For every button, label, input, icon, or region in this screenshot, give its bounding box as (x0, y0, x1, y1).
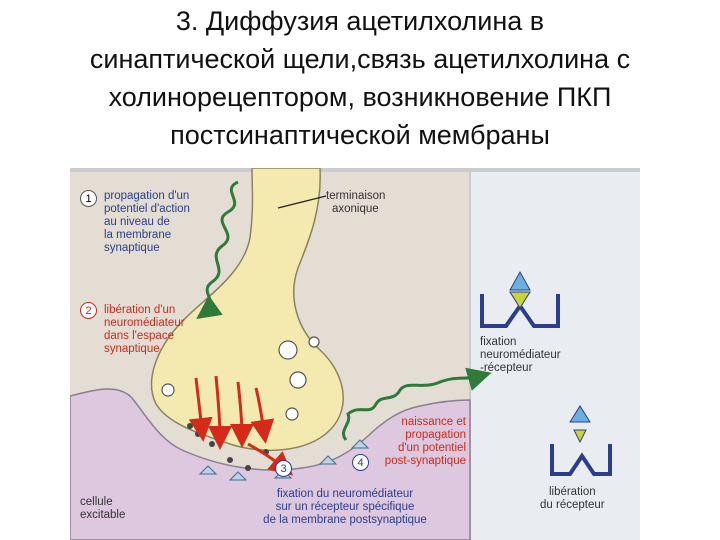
step-2-marker: 2 (80, 302, 97, 319)
step-1-line-4: la membrane (104, 229, 172, 241)
step-2-line-1: libération d'un (104, 304, 176, 316)
step-1-marker: 1 (80, 190, 97, 207)
fixation-label-line-1: fixation (480, 336, 517, 348)
title-line-3: холинорецептором, возникновение ПКП (108, 82, 612, 112)
cell-label-line-1: cellule (80, 496, 113, 508)
synapse-diagram: 1 propagation d'un potentiel d'action au… (70, 168, 640, 540)
step-2-label: libération d'un neuromédiateur dans l'es… (104, 304, 185, 356)
step-1-line-1: propagation d'un (104, 190, 190, 202)
step-1-line-2: potentiel d'action (104, 203, 190, 215)
terminal-label-line-2: axonique (332, 203, 379, 215)
step-4-marker: 4 (352, 454, 369, 471)
step-2-line-4: synaptique (104, 343, 160, 355)
cell-label-line-2: excitable (80, 509, 126, 521)
title-line-4: постсинаптической мембраны (170, 120, 550, 150)
synaptic-vesicles (161, 336, 320, 421)
title-line-1: 3. Диффузия ацетилхолина в (175, 6, 545, 36)
slide-title: 3. Диффузия ацетилхолина в синаптической… (0, 2, 720, 154)
step-1-label: propagation d'un potentiel d'action au n… (104, 190, 190, 255)
terminal-label: terminaison axonique (326, 190, 385, 216)
top-border (70, 168, 640, 172)
release-arrows (188, 375, 294, 476)
step-4-line-4: post-synaptique (384, 455, 466, 467)
receptor-free-icon (550, 405, 612, 476)
step-3-label: fixation du neuromédiateur sur un récept… (240, 488, 450, 527)
step-3-line-3: de la membrane postsynaptique (263, 514, 427, 526)
step-4-line-1: naissance et (401, 416, 466, 428)
step-3-line-2: sur un récepteur spécifique (275, 501, 415, 513)
cell-label: cellule excitable (80, 496, 125, 522)
right-panel-background (470, 168, 640, 540)
terminal-leader-line (277, 195, 327, 209)
step-4-label: naissance et propagation d'un potentiel … (370, 416, 466, 468)
postsynaptic-potential-wave (342, 367, 492, 441)
step-2-line-3: dans l'espace (104, 330, 174, 342)
terminal-label-line-1: terminaison (326, 190, 386, 202)
liberation-label: libération du récepteur (540, 486, 605, 512)
fixation-label: fixation neuromédiateur -récepteur (480, 336, 561, 375)
action-potential-wave (196, 180, 239, 319)
synapse-illustration (70, 168, 640, 540)
liberation-label-line-2: du récepteur (540, 499, 605, 511)
step-4-line-3: d'un potentiel (397, 442, 466, 454)
step-4-line-2: propagation (405, 429, 466, 441)
step-3-line-1: fixation du neuromédiateur (276, 488, 414, 500)
liberation-label-line-1: libération (548, 486, 596, 498)
step-2-line-2: neuromédiateur (104, 317, 185, 329)
postsynaptic-cell (70, 388, 471, 540)
fixation-label-line-3: -récepteur (480, 362, 533, 374)
step-1-line-5: synaptique (104, 242, 160, 254)
title-line-2: синаптической щели,связь ацетилхолина с (89, 44, 631, 74)
receptor-bound-icon (480, 270, 560, 328)
step-3-marker: 3 (275, 460, 292, 477)
step-1-line-3: au niveau de (104, 216, 170, 228)
fixation-label-line-2: neuromédiateur (480, 349, 561, 361)
